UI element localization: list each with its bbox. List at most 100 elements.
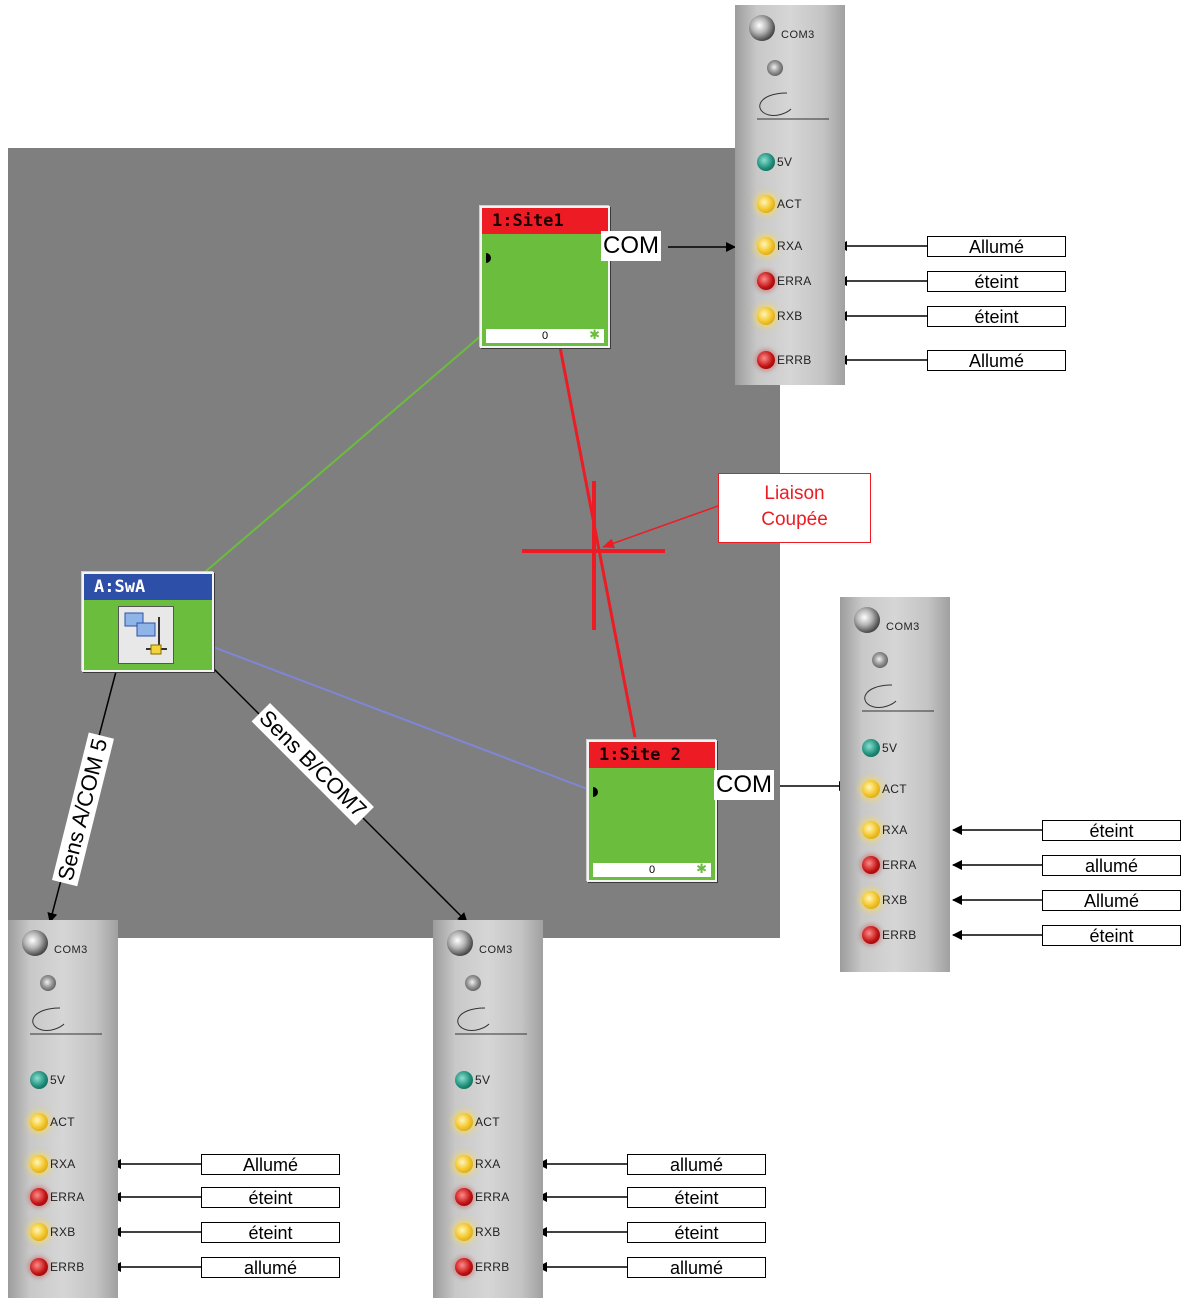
led-state-box: éteint (927, 271, 1066, 292)
led-label: 5V (777, 155, 793, 169)
led-state-box: allumé (1042, 855, 1181, 876)
led-state-box: allumé (201, 1257, 340, 1278)
site2-node[interactable]: 1:Site 2 0 ✱ (587, 740, 717, 882)
led-errb-icon (455, 1258, 473, 1276)
led-errb-icon (30, 1258, 48, 1276)
led-label: RXB (475, 1225, 501, 1239)
com-label-site1: COM (601, 231, 661, 261)
panel-title: COM3 (479, 944, 513, 956)
link-switch-site1 (204, 333, 484, 573)
led-5v-icon (455, 1071, 473, 1089)
led-errb-icon (862, 926, 880, 944)
led-rxb-icon (30, 1223, 48, 1241)
panel-screw-small-icon (767, 60, 783, 76)
led-label: ERRB (882, 928, 917, 942)
led-act-icon (862, 780, 880, 798)
led-label: ACT (882, 782, 907, 796)
device-panel-sens-a: COM3 5V ACT RXA ERRA RXB ERRB (8, 920, 118, 1298)
led-label: ERRA (882, 858, 917, 872)
cut-link-callout: Liaison Coupée (718, 473, 871, 543)
led-state-box: allumé (627, 1154, 766, 1175)
led-state-box: Allumé (927, 236, 1066, 257)
led-label: RXA (50, 1157, 76, 1171)
led-rxb-icon (455, 1223, 473, 1241)
panel-title: COM3 (886, 621, 920, 633)
panel-screw-icon (447, 930, 473, 956)
led-label: ACT (777, 197, 802, 211)
network-switch-icon (118, 606, 174, 664)
led-label: 5V (50, 1073, 66, 1087)
led-state-box: éteint (627, 1222, 766, 1243)
site1-footer: 0 ✱ (486, 327, 604, 343)
led-label: RXA (777, 239, 803, 253)
led-label: ACT (50, 1115, 75, 1129)
cut-callout-arrow (602, 505, 719, 549)
led-erra-icon (30, 1188, 48, 1206)
link-site1-site2 (558, 346, 637, 738)
led-state-box: éteint (201, 1187, 340, 1208)
panel-title: COM3 (54, 944, 88, 956)
led-rxa-icon (30, 1155, 48, 1173)
led-rxb-icon (757, 307, 775, 325)
led-state-box: éteint (1042, 820, 1181, 841)
led-state-box: allumé (627, 1257, 766, 1278)
site1-count: 0 (541, 330, 549, 342)
site2-count: 0 (648, 864, 656, 876)
panel-logo (445, 1004, 533, 1040)
led-state-box: Allumé (201, 1154, 340, 1175)
led-rxa-icon (455, 1155, 473, 1173)
led-errb-icon (757, 351, 775, 369)
site2-footer: 0 ✱ (593, 862, 711, 877)
led-state-box: éteint (627, 1187, 766, 1208)
panel-logo (747, 89, 835, 125)
led-rxb-icon (862, 891, 880, 909)
site1-title: 1:Site1 (482, 208, 608, 234)
led-label: ERRA (50, 1190, 85, 1204)
led-label: ERRA (777, 274, 812, 288)
led-label: ERRA (475, 1190, 510, 1204)
led-5v-icon (862, 739, 880, 757)
device-panel-site2: COM3 5V ACT RXA ERRA RXB ERRB (840, 597, 950, 972)
led-label: RXA (882, 823, 908, 837)
led-state-box: Allumé (1042, 890, 1181, 911)
switch-title: A:SwA (84, 574, 212, 600)
led-erra-icon (862, 856, 880, 874)
led-state-box: éteint (1042, 925, 1181, 946)
led-state-box: éteint (927, 306, 1066, 327)
led-act-icon (30, 1113, 48, 1131)
led-5v-icon (30, 1071, 48, 1089)
panel-screw-icon (749, 15, 775, 41)
site2-port-icon (593, 787, 598, 797)
status-star-icon: ✱ (589, 327, 600, 342)
device-panel-sens-b: COM3 5V ACT RXA ERRA RXB ERRB (433, 920, 543, 1298)
led-state-box: éteint (201, 1222, 340, 1243)
led-label: RXB (777, 309, 803, 323)
panel-screw-icon (22, 930, 48, 956)
led-label: RXA (475, 1157, 501, 1171)
site1-port-icon (486, 253, 491, 263)
panel-logo (852, 681, 940, 717)
panel-screw-small-icon (872, 652, 888, 668)
led-label: ERRB (475, 1260, 510, 1274)
led-act-icon (757, 195, 775, 213)
led-label: ACT (475, 1115, 500, 1129)
led-label: RXB (50, 1225, 76, 1239)
led-act-icon (455, 1113, 473, 1131)
led-label: ERRB (50, 1260, 85, 1274)
led-label: 5V (882, 741, 898, 755)
led-label: ERRB (777, 353, 812, 367)
led-label: 5V (475, 1073, 491, 1087)
panel-screw-icon (854, 607, 880, 633)
led-label: RXB (882, 893, 908, 907)
led-state-box: Allumé (927, 350, 1066, 371)
panel-screw-small-icon (465, 975, 481, 991)
switch-node[interactable]: A:SwA (82, 572, 214, 672)
panel-screw-small-icon (40, 975, 56, 991)
led-5v-icon (757, 153, 775, 171)
site1-node[interactable]: 1:Site1 0 ✱ (480, 206, 610, 348)
link-switch-site2 (207, 644, 591, 791)
led-erra-icon (757, 272, 775, 290)
cut-link-line2: Coupée (761, 509, 828, 530)
